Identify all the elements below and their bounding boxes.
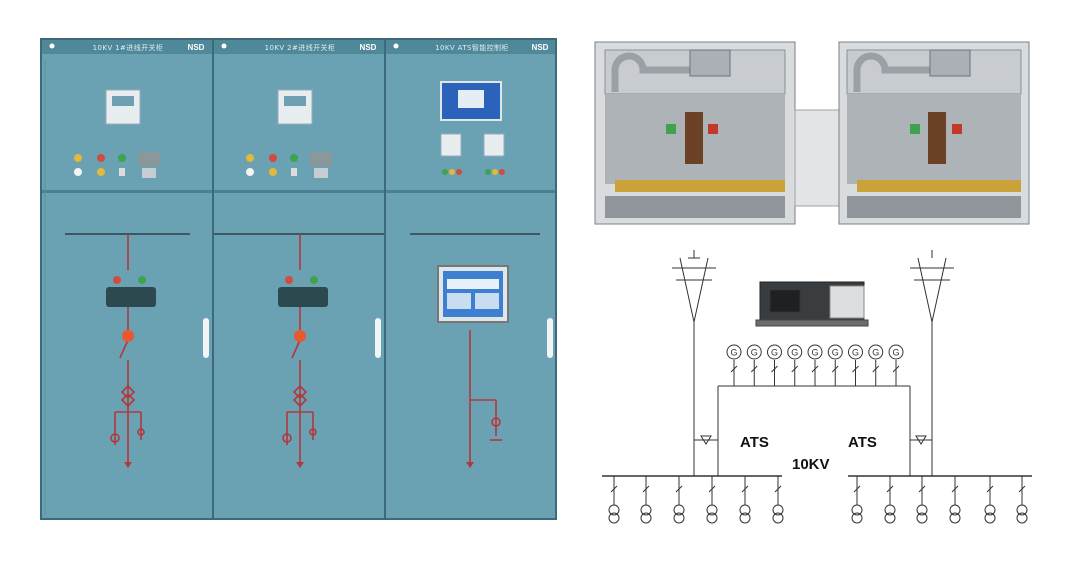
feeder-transformer-icon — [608, 476, 620, 524]
generator-symbol: G — [872, 348, 879, 358]
indicator-lamps-1 — [74, 152, 160, 178]
outgoing-feeders — [608, 476, 1028, 524]
breaker-right — [838, 41, 1030, 225]
vacuum-interrupter — [685, 112, 703, 164]
status-indicator-green — [910, 124, 920, 134]
generator-symbol: G — [892, 348, 899, 358]
generator-symbol: G — [771, 348, 778, 358]
door-handle-1[interactable] — [203, 318, 209, 358]
generator-icon: G — [868, 344, 884, 386]
status-indicator-red — [708, 124, 718, 134]
busbar-voltage-label: 10KV — [792, 456, 830, 473]
mimic-diagram-1 — [65, 233, 190, 465]
ats-label-left: ATS — [740, 434, 769, 451]
breaker-left — [594, 41, 796, 225]
vacuum-interrupter — [928, 112, 946, 164]
feeder-transformer-icon — [916, 476, 928, 524]
generator-symbol: G — [832, 348, 839, 358]
generator-symbol: G — [791, 348, 798, 358]
door-handle-3[interactable] — [547, 318, 553, 358]
cabinet-ats-control: 10KV ATS智能控制柜 NSD — [386, 40, 555, 518]
breaker-assemblies — [594, 41, 1030, 225]
switchgear-lineup: 10KV 1#进线开关柜 NSD — [40, 38, 557, 520]
ats-label-right: ATS — [848, 434, 877, 451]
mimic-diagram-2 — [214, 233, 384, 465]
mimic-diagram-3 — [469, 330, 502, 465]
status-indicator-green — [666, 124, 676, 134]
generator-symbol: G — [751, 348, 758, 358]
cabinet-incoming-2: 10KV 2#进线开关柜 NSD — [214, 40, 384, 518]
generator-icon: G — [848, 344, 863, 386]
logo-icon — [221, 43, 227, 49]
generator-icon: G — [726, 344, 742, 386]
feeder-transformer-icon — [984, 476, 996, 524]
generator-set-icon — [755, 281, 869, 327]
feeder-transformer-icon — [1016, 476, 1028, 524]
operating-shaft — [615, 180, 785, 192]
feeder-transformer-icon — [884, 476, 896, 524]
ats-switch-left-icon — [694, 435, 718, 445]
generator-symbol: G — [852, 348, 859, 358]
cabinet-2-title: 10KV 2#进线开关柜 — [265, 43, 336, 52]
feeder-transformer-icon — [739, 476, 751, 524]
cabinet-1-title: 10KV 1#进线开关柜 — [93, 43, 164, 52]
generator-icon: G — [807, 344, 823, 386]
feeder-transformer-icon — [949, 476, 961, 524]
protection-relay — [277, 89, 313, 125]
cabinet-1-brand: NSD — [188, 43, 205, 52]
generator-symbol: G — [730, 348, 737, 358]
display-window-2 — [278, 287, 328, 307]
breaker-connector — [794, 109, 840, 207]
logo-icon — [49, 43, 55, 49]
feeder-transformer-icon — [673, 476, 685, 524]
protection-relay — [105, 89, 141, 125]
operating-shaft — [857, 180, 1021, 192]
generator-icon: G — [787, 344, 803, 386]
ats-switch-right-icon — [910, 435, 932, 445]
indicator-lamps-2 — [246, 152, 332, 178]
cabinet-3-title: 10KV ATS智能控制柜 — [435, 43, 509, 52]
feeder-transformer-icon — [772, 476, 784, 524]
feeder-transformer-icon — [706, 476, 718, 524]
cabinet-3-brand: NSD — [532, 43, 549, 52]
feeder-transformer-icon — [640, 476, 652, 524]
door-handle-2[interactable] — [375, 318, 381, 358]
generator-icon: G — [888, 344, 904, 386]
transmission-tower-right-icon — [910, 250, 954, 323]
display-window-1 — [106, 287, 156, 307]
logo-icon — [393, 43, 399, 49]
transmission-tower-left-icon — [672, 250, 716, 323]
generator-icon: G — [767, 344, 782, 386]
generator-symbol: G — [811, 348, 818, 358]
generator-icon: G — [746, 344, 762, 386]
status-indicator-red — [952, 124, 962, 134]
cabinet-incoming-1: 10KV 1#进线开关柜 NSD — [42, 40, 212, 518]
generator-icon: G — [827, 344, 843, 386]
cabinet-2-brand: NSD — [360, 43, 377, 52]
feeder-transformer-icon — [851, 476, 863, 524]
